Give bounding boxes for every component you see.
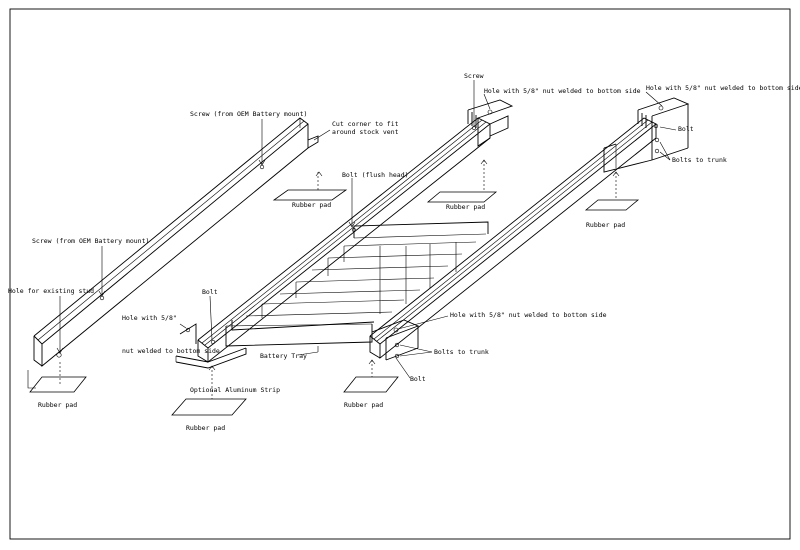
label-rubber-pad-3: Rubber pad <box>586 221 625 229</box>
right-beam <box>369 117 657 361</box>
nut-hole-icon <box>658 105 664 111</box>
bolt-icon <box>654 148 660 154</box>
rubber-pad-shape <box>171 398 247 416</box>
rubber-pad-shape <box>343 376 399 393</box>
label-rubber-pad-1: Rubber pad <box>292 201 331 209</box>
label-bolt-bottom: Bolt <box>410 375 426 383</box>
bolt-icon <box>210 339 216 345</box>
label-cut-corner-1: Cut corner to fit <box>332 120 399 128</box>
label-hole-nut-left-2: nut welded to bottom side <box>122 347 220 355</box>
label-rubber-pad-4: Rubber pad <box>38 401 77 409</box>
bolt-icon <box>394 353 400 359</box>
top-right-bracket <box>603 97 690 173</box>
stud-hole-icon <box>56 352 62 358</box>
label-hole-existing-stud: Hole for existing stud <box>8 287 94 295</box>
label-hole-nut-top-right: Hole with 5/8" nut welded to bottom side <box>646 84 800 92</box>
rubber-pad-shape <box>584 199 640 211</box>
label-bolts-trunk-bottom: Bolts to trunk <box>434 348 489 356</box>
label-bolt-left: Bolt <box>202 288 218 296</box>
drawing-border <box>9 8 791 540</box>
rubber-pad-shape <box>272 189 348 201</box>
label-bolts-trunk-right: Bolts to trunk <box>672 156 727 164</box>
label-optional-strip: Optional Aluminum Strip <box>190 386 280 394</box>
annotation-labels: Screw (from OEM Battery mount) Cut corne… <box>8 72 800 432</box>
label-rubber-pad-5: Rubber pad <box>186 424 225 432</box>
label-battery-tray: Battery Tray <box>260 352 307 360</box>
left-angle-rail <box>33 117 319 367</box>
nut-hole-icon <box>487 109 493 115</box>
nut-hole-icon <box>185 327 191 333</box>
bolt-icon <box>654 137 660 143</box>
label-screw-oem-left: Screw (from OEM Battery mount) <box>32 237 149 245</box>
label-hole-nut-left-1: Hole with 5/8" <box>122 314 177 322</box>
label-bolt-right: Bolt <box>678 125 694 133</box>
nut-hole-icon <box>393 327 399 333</box>
screw-icon <box>259 164 265 170</box>
top-middle-bracket <box>467 99 514 147</box>
screw-icon <box>99 295 105 301</box>
bolt-icon <box>653 123 659 129</box>
projection-lines <box>59 160 617 399</box>
label-hole-nut-top-mid: Hole with 5/8" nut welded to bottom side <box>484 87 641 95</box>
screw-icon <box>472 126 476 130</box>
label-hole-nut-bottom: Hole with 5/8" nut welded to bottom side <box>450 311 607 319</box>
label-bolt-flush: Bolt (flush head) <box>342 171 409 179</box>
battery-tray <box>225 221 489 347</box>
label-rubber-pad-2: Rubber pad <box>446 203 485 211</box>
flush-bolt-icon <box>352 228 356 232</box>
rubber-pad-shape <box>426 191 498 203</box>
label-rubber-pad-6: Rubber pad <box>344 401 383 409</box>
label-screw-oem-top: Screw (from OEM Battery mount) <box>190 110 307 118</box>
label-screw: Screw <box>464 72 484 80</box>
label-cut-corner-2: around stock vent <box>332 128 399 136</box>
rubber-pad-shape <box>29 376 87 393</box>
leader-lines <box>27 80 677 389</box>
rubber-pads <box>29 189 640 416</box>
bolt-icon <box>394 342 400 348</box>
